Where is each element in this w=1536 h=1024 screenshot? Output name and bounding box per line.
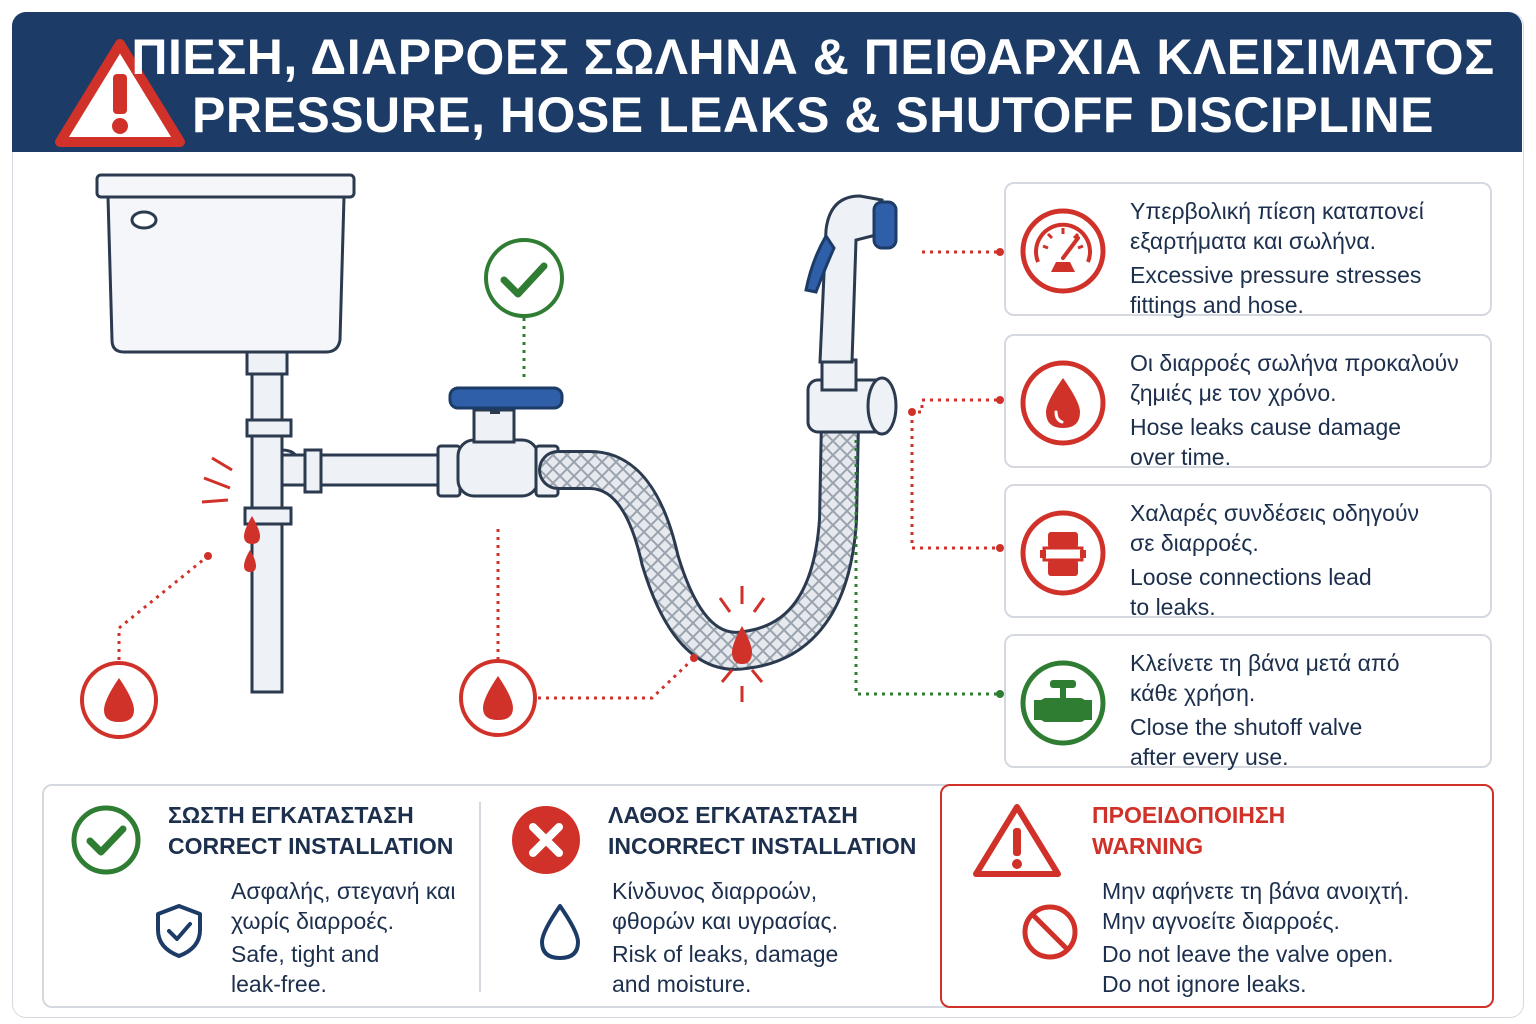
info-box-loose-connection: Χαλαρές συνδέσεις οδηγούν σε διαρροές. L… [1004,484,1492,620]
info-shutoff-gr2: κάθε χρήση. [1130,680,1256,706]
correct-heading-en: CORRECT INSTALLATION [168,833,454,859]
bidet-sprayer [804,194,898,436]
correct-heading-gr: ΣΩΣΤΗ ΕΓΚΑΤΑΣΤΑΣΗ [168,802,414,828]
legend-divider [479,802,481,992]
info-box-pressure: Υπερβολική πίεση καταπονεί εξαρτήματα κα… [1004,182,1492,318]
connector-hose-leak [910,398,1000,414]
shutoff-valve [436,386,564,498]
incorrect-heading-gr: ΛΑΘΟΣ ΕΓΚΑΤΑΣΤΑΣΗ [608,802,858,828]
info-shutoff-en2: after every use. [1130,744,1289,770]
water-drop-icon [1020,360,1106,446]
title-greek: ΠΙΕΣΗ, ΔΙΑΡΡΟΕΣ ΣΩΛΗΝΑ & ΠΕΙΘΑΡΧΙΑ ΚΛΕΙΣ… [131,29,1495,85]
plumbing-diagram [80,173,1004,739]
warning-heading-en: WARNING [1092,833,1204,859]
title-english: PRESSURE, HOSE LEAKS & SHUTOFF DISCIPLIN… [192,87,1434,143]
info-hose-en1: Hose leaks cause damage [1130,414,1402,440]
info-loose-gr2: σε διαρροές. [1130,530,1259,556]
info-loose-en2: to leaks. [1130,594,1216,620]
info-box-hose-leak: Οι διαρροές σωλήνα προκαλούν ζημιές με τ… [1004,334,1492,470]
info-loose-gr1: Χαλαρές συνδέσεις οδηγούν [1130,500,1420,526]
toilet-tank [95,173,356,354]
incorrect-text-en1: Risk of leaks, damage [612,941,839,967]
loose-connector-icon [1020,510,1106,596]
shutoff-valve-icon [1020,660,1106,746]
info-hose-en2: over time. [1130,444,1231,470]
connector-shutoff [854,440,1000,696]
info-pressure-gr2: εξαρτήματα και σωλήνα. [1130,228,1377,254]
correct-check-icon [71,805,141,875]
drop-marker-left [80,552,212,739]
warning-text-gr1: Μην αφήνετε τη βάνα ανοιχτή. [1102,878,1410,904]
warning-text-en1: Do not leave the valve open. [1102,941,1394,967]
correct-text-gr1: Ασφαλής, στεγανή και [231,878,456,904]
incorrect-text-en2: and moisture. [612,971,752,997]
info-box-shutoff: Κλείνετε τη βάνα μετά από κάθε χρήση. Cl… [1004,634,1492,770]
correct-text-en1: Safe, tight and [231,941,380,967]
info-shutoff-gr1: Κλείνετε τη βάνα μετά από [1130,650,1400,676]
correct-text-en2: leak-free. [231,971,327,997]
correct-text-gr2: χωρίς διαρροές. [231,908,394,934]
header-banner [12,12,1522,152]
supply-pipe [243,350,444,694]
incorrect-text-gr1: Κίνδυνος διαρροών, [612,878,818,904]
warning-heading-gr: ΠΡΟΕΙΔΟΠΟΙΗΣΗ [1092,802,1286,828]
incorrect-heading-en: INCORRECT INSTALLATION [608,833,917,859]
incorrect-x-icon [512,806,580,874]
correct-valve-check-icon [484,238,564,382]
prohibited-icon [1022,904,1078,960]
shield-check-icon [156,904,202,958]
warning-text-en2: Do not ignore leaks. [1102,971,1307,997]
pressure-gauge-icon [1020,208,1106,294]
info-pressure-en2: fittings and hose. [1130,292,1304,318]
info-loose-en1: Loose connections lead [1130,564,1372,590]
info-shutoff-en1: Close the shutoff valve [1130,714,1363,740]
warning-text-gr2: Μην αγνοείτε διαρροές. [1102,908,1340,934]
incorrect-text-gr2: φθορών και υγρασίας. [612,908,838,934]
water-drop-outline-icon [540,904,580,960]
leak-drop-hose [718,586,766,702]
info-hose-gr2: ζημιές με τον χρόνο. [1130,380,1337,406]
warning-triangle-icon [55,39,185,147]
connector-loose [910,420,1000,550]
info-pressure-gr1: Υπερβολική πίεση καταπονεί [1130,198,1424,224]
info-pressure-en1: Excessive pressure stresses [1130,262,1422,288]
leak-drop-pipe [201,456,260,572]
info-hose-gr1: Οι διαρροές σωλήνα προκαλούν [1130,350,1459,376]
warning-box [940,784,1494,1008]
drop-marker-center [459,526,698,737]
warning-triangle-small-icon [973,804,1061,877]
